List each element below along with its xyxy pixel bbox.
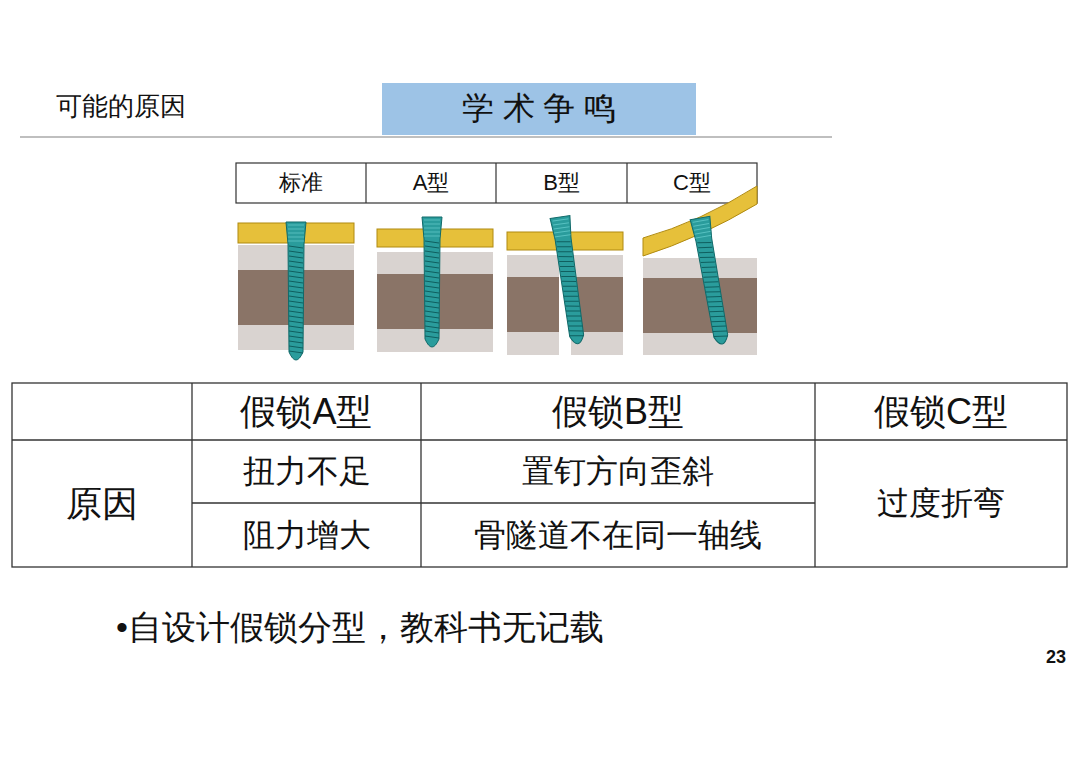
table-cell: 骨隧道不在同一轴线	[421, 503, 815, 567]
table-header-cell: 假锁B型	[421, 383, 815, 440]
table-header-cell: 标准	[236, 163, 366, 203]
page-number: 23	[1010, 642, 1070, 672]
table-header-cell: B型	[496, 163, 627, 203]
plates	[238, 186, 757, 256]
small-table	[236, 163, 757, 203]
table-cell: 扭力不足	[192, 440, 421, 503]
table-header-cell: A型	[366, 163, 496, 203]
table-header-cell: 假锁A型	[192, 383, 421, 440]
screw	[690, 216, 732, 346]
table-header-cell: C型	[627, 163, 757, 203]
bone-blocks	[238, 245, 757, 355]
heading-text: 学 术 争 鸣	[462, 87, 617, 131]
table-row-header: 原因	[12, 440, 192, 567]
bullet-note: •自设计假锁分型，教科书无记载	[112, 600, 812, 656]
table-cell: 过度折弯	[815, 440, 1067, 567]
screws	[286, 216, 732, 360]
table-header-cell: 假锁C型	[815, 383, 1067, 440]
heading-box: 学 术 争 鸣	[382, 83, 696, 135]
big-table	[12, 383, 1067, 567]
screw	[422, 217, 442, 347]
screw	[550, 216, 588, 346]
table-cell: 阻力增大	[192, 503, 421, 567]
screw	[286, 222, 306, 360]
table-cell: 置钉方向歪斜	[421, 440, 815, 503]
slide-title: 可能的原因	[56, 88, 186, 126]
divider-line	[20, 136, 832, 137]
